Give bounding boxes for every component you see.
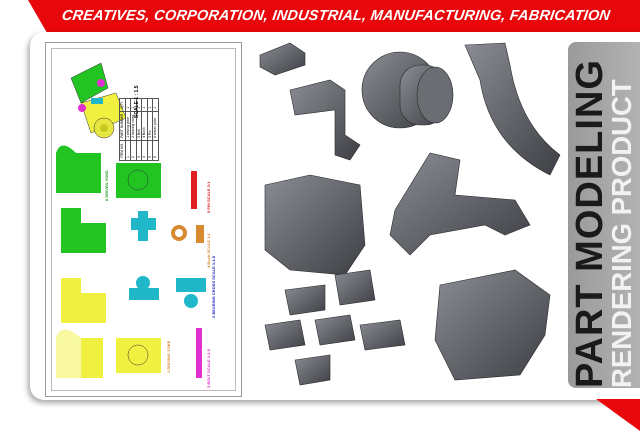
view-label: 1 DRIVING YOKE: [166, 340, 171, 373]
corner-accent: [596, 399, 640, 431]
bom-header: PART NUMBER: [119, 111, 125, 141]
bom-header: ITEM NO.: [119, 140, 125, 161]
bom-cell: 6: [152, 140, 158, 161]
view-label: 5 PIN SCALE 2:1: [206, 181, 211, 213]
driven-yoke-views: [56, 145, 197, 209]
driving-yoke-views: [56, 328, 202, 378]
bom-cell: 6 driven yoke: [152, 111, 158, 141]
clamp-part: [289, 79, 361, 161]
drawing-views: [56, 62, 206, 378]
arm-part: [464, 42, 561, 176]
bom-cell: 1: [152, 98, 158, 112]
drawing-frame: [51, 48, 236, 391]
view-label: 3 BOLT SCALE 1:1.5: [206, 349, 211, 388]
panel-title: PART MODELING: [569, 59, 611, 388]
scale-label: SCALE 1 : 1.5: [134, 85, 140, 118]
hub-part: [361, 51, 454, 129]
top-banner: [28, 0, 640, 38]
spider-bracket-part: [389, 152, 531, 256]
view-label: 2 BEARING CROSS SCALE 1:1.5: [211, 255, 216, 318]
gearbox-housing-part: [264, 174, 366, 276]
assembly-view: [70, 62, 127, 139]
banner-text: CREATIVES, CORPORATION, INDUSTRIAL, MANU…: [60, 8, 612, 24]
yoke-section-views: [61, 208, 206, 323]
plate-part: [434, 269, 551, 381]
panel-subtitle: RENDERING PRODUCT: [606, 79, 637, 388]
view-label: 6 DRIVEN YOKE: [104, 170, 109, 201]
fixture-parts: [264, 269, 406, 386]
bracket-part: [259, 42, 306, 76]
rendered-parts: [259, 42, 561, 386]
title-panel: [568, 42, 640, 388]
